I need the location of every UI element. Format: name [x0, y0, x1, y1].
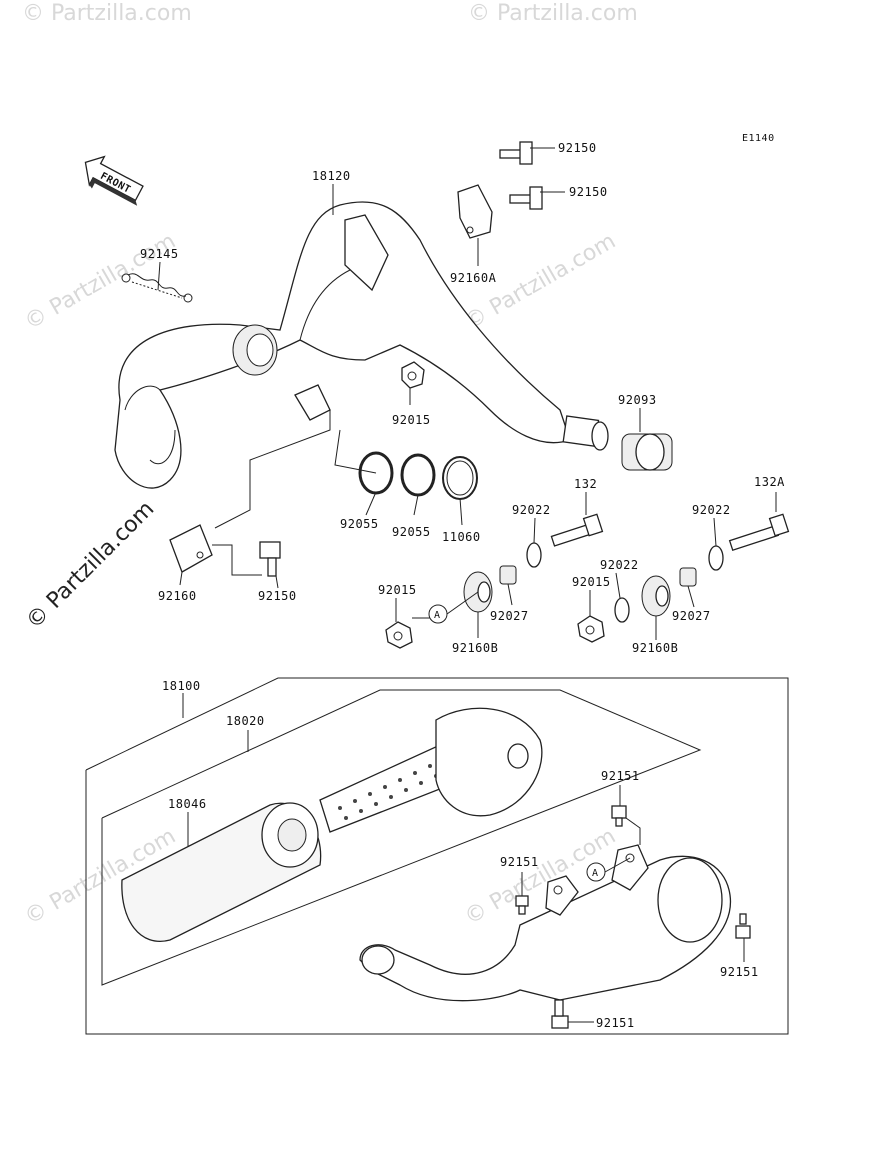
- muffler-body: [359, 844, 732, 1002]
- bracket-92160: [169, 524, 281, 577]
- label-92027-a: 92027: [490, 609, 529, 623]
- label-92015-b: 92015: [378, 583, 417, 597]
- bolt-132: [550, 513, 604, 547]
- bolt-132a: [728, 513, 790, 551]
- label-18100: 18100: [162, 679, 201, 693]
- washer-92022-a: [526, 542, 542, 568]
- gasket-11060: [442, 456, 478, 500]
- label-92160: 92160: [158, 589, 197, 603]
- callout-a-lower-letter: A: [592, 868, 599, 879]
- label-92022-a: 92022: [512, 503, 551, 517]
- nut-92015-upper: [401, 361, 425, 389]
- leader-lines-lower: [521, 785, 745, 1023]
- spring-92145: [121, 273, 193, 303]
- callout-a-upper-letter: A: [434, 610, 441, 621]
- watermark-2: © Partzilla.com: [468, 1, 638, 26]
- label-92160b-a: 92160B: [452, 641, 498, 655]
- label-132: 132: [574, 477, 597, 491]
- bolt-92151-a: [611, 805, 627, 827]
- washer-92022-c: [614, 597, 630, 623]
- expansion-chamber: [114, 201, 609, 489]
- label-132a: 132A: [754, 475, 785, 489]
- label-18046: 18046: [168, 797, 207, 811]
- silencer-inner-pipe-18020: [319, 707, 543, 833]
- label-92150-a: 92150: [558, 141, 597, 155]
- label-92160b-b: 92160B: [632, 641, 678, 655]
- bolt-92151-c: [735, 913, 751, 939]
- diagram-code: E1140: [742, 133, 775, 144]
- label-92022-c: 92022: [600, 558, 639, 572]
- label-92151-b: 92151: [500, 855, 539, 869]
- label-92150-c: 92150: [258, 589, 297, 603]
- label-92093: 92093: [618, 393, 657, 407]
- grommet-92093: [621, 433, 673, 471]
- label-92055-a: 92055: [340, 517, 379, 531]
- label-92055-b: 92055: [392, 525, 431, 539]
- o-ring-92055-b: [400, 453, 436, 497]
- label-92145: 92145: [140, 247, 179, 261]
- front-arrow-icon: FRONT: [84, 155, 144, 206]
- grommet-92160b-a: [463, 571, 493, 613]
- label-92160a: 92160A: [450, 271, 497, 285]
- bolt-92151-d: [551, 999, 569, 1029]
- watermark-1: © Partzilla.com: [22, 1, 192, 26]
- collar-92027-b: [679, 567, 697, 587]
- washer-92022-b: [708, 545, 724, 571]
- label-92150-b: 92150: [569, 185, 608, 199]
- bracket-92160a: [457, 184, 493, 239]
- label-92027-b: 92027: [672, 609, 711, 623]
- label-92151-c: 92151: [720, 965, 759, 979]
- label-92015-a: 92015: [392, 413, 431, 427]
- silencer-packing-18046: [121, 802, 322, 942]
- label-92151-d: 92151: [596, 1016, 635, 1030]
- callout-a-upper: A: [428, 604, 448, 624]
- label-18120: 18120: [312, 169, 351, 183]
- label-11060: 11060: [442, 530, 481, 544]
- silencer-assembly-frame: [85, 677, 789, 1035]
- label-92151-a: 92151: [601, 769, 640, 783]
- callout-a-lower: A: [586, 862, 606, 882]
- label-92022-b: 92022: [692, 503, 731, 517]
- leader-lines-upper: [157, 147, 777, 640]
- collar-92027-a: [499, 565, 517, 585]
- grommet-92160b-b: [641, 575, 671, 617]
- part-labels: 18120 92150 92150 92160A 92145 92015 920…: [140, 141, 785, 1030]
- nut-92015-a: [385, 621, 413, 649]
- bolt-92150-top: [499, 141, 543, 210]
- watermark-main: © Partzilla.com: [22, 497, 160, 635]
- label-92015-c: 92015: [572, 575, 611, 589]
- label-18020: 18020: [226, 714, 265, 728]
- watermark-3: © Partzilla.com: [21, 229, 181, 336]
- nut-92015-b: [577, 615, 605, 643]
- bolt-92151-b: [515, 895, 529, 915]
- watermarks: © Partzilla.com © Partzilla.com © Partzi…: [21, 1, 638, 930]
